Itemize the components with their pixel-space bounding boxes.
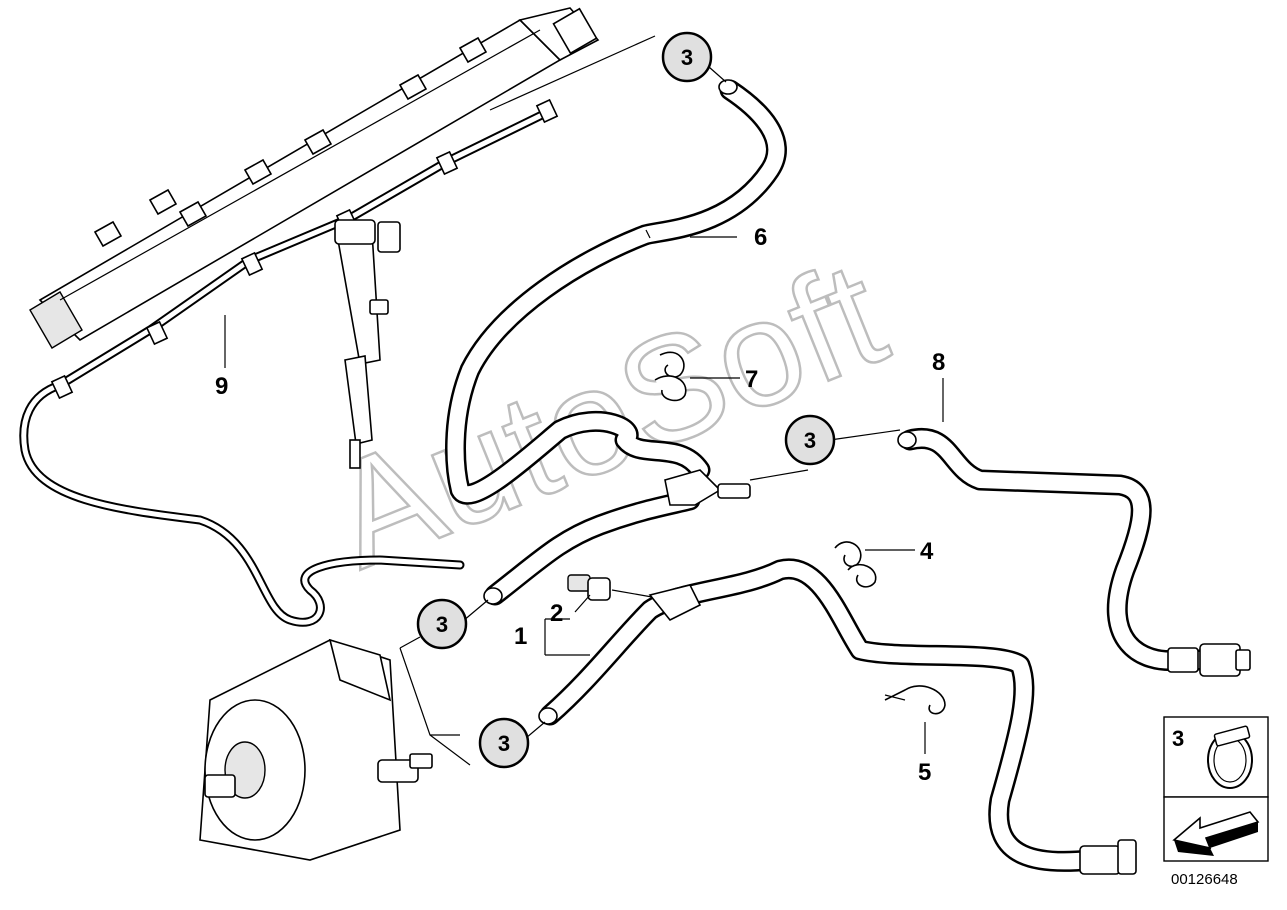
callout-3-left[interactable]: 3 [416, 598, 468, 650]
label-part-6[interactable]: 6 [754, 224, 767, 251]
clip-7 [654, 351, 687, 402]
callout-3-bottom-text: 3 [498, 731, 510, 756]
hose-assembly-1 [483, 469, 1137, 875]
label-part-9[interactable]: 9 [215, 373, 228, 400]
label-part-8[interactable]: 8 [932, 349, 945, 376]
callout-3-mid[interactable]: 3 [784, 414, 836, 466]
clip-4 [834, 541, 877, 588]
fuel-rail [29, 7, 600, 349]
callout-3-top-text: 3 [681, 45, 693, 70]
legend-item-number: 3 [1172, 726, 1184, 751]
high-pressure-pump [199, 638, 433, 861]
image-number: 00126648 [1171, 871, 1238, 888]
injector [334, 219, 401, 469]
label-part-7[interactable]: 7 [745, 366, 758, 393]
callout-3-mid-text: 3 [804, 428, 816, 453]
hose-clamp-icon [1207, 725, 1253, 789]
arrow-left-icon [1172, 811, 1260, 856]
callout-3-left-text: 3 [436, 612, 448, 637]
leader-lines [224, 35, 944, 766]
callout-3-top[interactable]: 3 [661, 31, 713, 83]
label-part-2[interactable]: 2 [550, 600, 563, 627]
clip-5 [884, 685, 946, 715]
label-part-1[interactable]: 1 [514, 623, 527, 650]
label-part-4[interactable]: 4 [920, 538, 934, 565]
hose-8 [897, 427, 1251, 677]
callout-3-bottom[interactable]: 3 [478, 717, 530, 769]
legend-nav-arrow-button[interactable] [1163, 796, 1269, 862]
pressure-sensor [567, 574, 653, 601]
legend-item-hose-clamp[interactable]: 3 [1163, 716, 1269, 798]
label-part-5[interactable]: 5 [918, 759, 931, 786]
leak-off-line [19, 98, 559, 627]
hose-6 [445, 79, 787, 505]
